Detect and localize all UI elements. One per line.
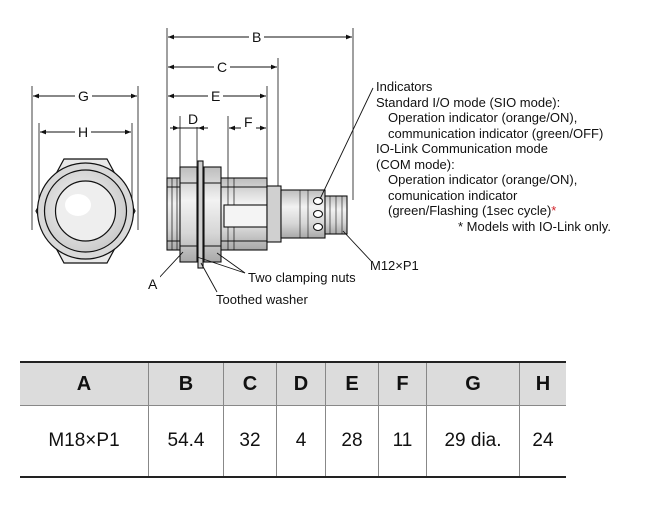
leader-nut-1: [196, 256, 246, 274]
table-row: M18×P1 54.4 32 4 28 11 29 dia. 24: [20, 405, 566, 478]
leader-m12: [342, 230, 373, 263]
notes-com-line2: comunication indicator: [388, 187, 518, 203]
table-cell: 32: [223, 405, 277, 478]
indicator-led-mid: [312, 209, 324, 219]
leader-washer: [200, 262, 218, 293]
notes-asterisk: *: [551, 203, 557, 218]
notes-iol-title: IO-Link Communication mode: [376, 141, 548, 156]
table-header-cell: A: [20, 361, 149, 406]
clamping-nut-2: [203, 166, 222, 263]
dim-c-label: C: [214, 59, 231, 75]
indicator-led-top: [312, 196, 324, 206]
table-cell: 28: [325, 405, 379, 478]
table-cell: 24: [519, 405, 566, 478]
body-flat: [223, 204, 268, 228]
table-header-cell: C: [223, 361, 277, 406]
table-header-cell: B: [148, 361, 224, 406]
notes-com-line1: Operation indicator (orange/ON),: [388, 172, 578, 187]
dim-g-label: G: [75, 88, 92, 104]
notes-sio-line1: Operation indicator (orange/ON),: [388, 110, 578, 125]
notes-sio-line2: communication indicator (green/OFF): [388, 125, 604, 141]
notes-com-line3-text: (green/Flashing (1sec cycle): [388, 203, 552, 218]
leader-indicators: [319, 87, 374, 200]
notes-indicators-title: Indicators: [376, 79, 433, 94]
dim-f-label: F: [241, 114, 256, 130]
dim-a-label: A: [145, 276, 161, 292]
body-neck: [266, 185, 282, 243]
table-header-cell: E: [325, 361, 379, 406]
leader-nut-2: [216, 252, 246, 274]
sensor-drawing: [31, 28, 374, 293]
table-header-row: A B C D E F G H: [20, 361, 566, 406]
toothed-washer: [197, 160, 204, 269]
notes-com-title: (COM mode):: [376, 156, 455, 172]
front-view: [35, 158, 136, 264]
dim-e-label: E: [208, 88, 224, 104]
dim-d-label: D: [185, 111, 202, 127]
toothed-washer-label: Toothed washer: [216, 292, 308, 307]
table-cell: 54.4: [148, 405, 224, 478]
dimension-table: A B C D E F G H M18×P1 54.4 32 4 28 11 2…: [20, 361, 566, 478]
m12-thread-label: M12×P1: [370, 258, 419, 273]
side-view: [166, 160, 348, 269]
indicator-notes: Indicators Standard I/O mode (SIO mode):…: [376, 79, 611, 234]
leader-a: [157, 251, 184, 280]
table-cell: 4: [276, 405, 326, 478]
notes-footnote: * Models with IO-Link only.: [458, 218, 611, 234]
dim-b-label: B: [249, 29, 265, 45]
table-header-cell: H: [519, 361, 566, 406]
table-header-cell: G: [426, 361, 520, 406]
table-header-cell: D: [276, 361, 326, 406]
indicator-led-bottom: [312, 222, 324, 232]
clamping-nuts-label: Two clamping nuts: [248, 270, 356, 285]
table-cell: M18×P1: [20, 405, 149, 478]
table-header-cell: F: [378, 361, 427, 406]
table-cell: 11: [378, 405, 427, 478]
table-cell: 29 dia.: [426, 405, 520, 478]
notes-sio-title: Standard I/O mode (SIO mode):: [376, 94, 561, 110]
notes-com-line3: (green/Flashing (1sec cycle)*: [376, 203, 611, 219]
clamping-nut-1: [179, 166, 198, 263]
dim-h-label: H: [75, 124, 92, 140]
